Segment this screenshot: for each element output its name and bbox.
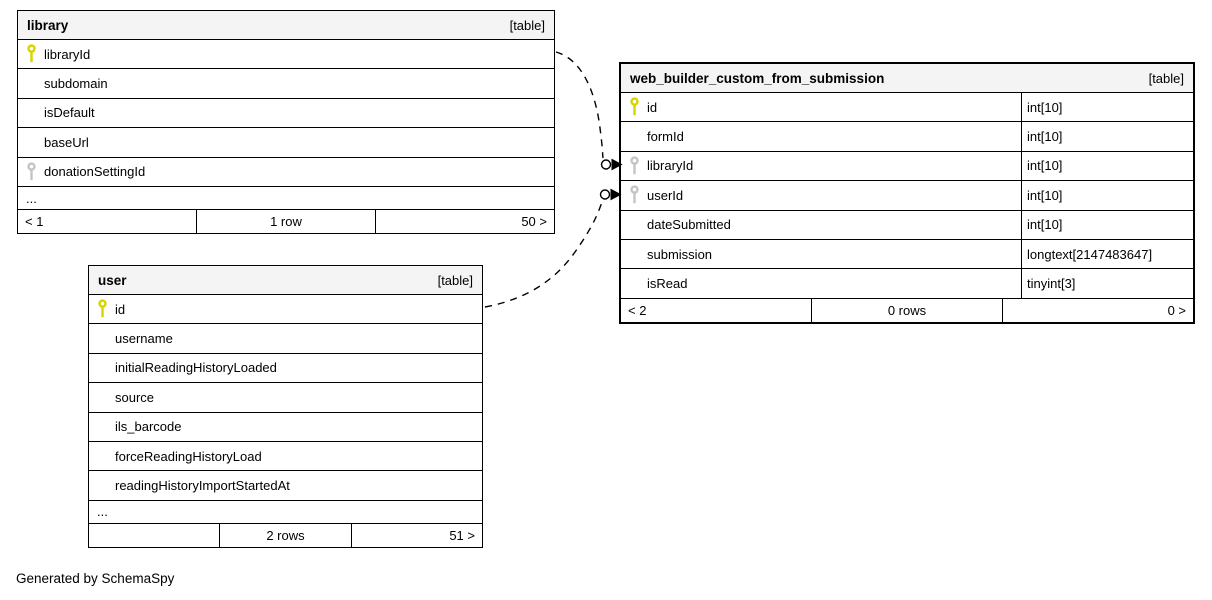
foreign-key-icon xyxy=(621,156,647,176)
column-row: dateSubmitted int[10] xyxy=(621,210,1193,240)
table-node-library[interactable]: library [table] libraryId subdomain isDefaul… xyxy=(17,10,555,235)
related-tables-left: < 2 xyxy=(628,302,647,318)
column-type: tinyint[3] xyxy=(1021,269,1193,298)
column-name: initialReadingHistoryLoaded xyxy=(115,360,277,376)
column-row: donationSettingId xyxy=(18,158,554,187)
row-count: 0 rows xyxy=(811,298,1003,322)
column-name: username xyxy=(115,331,173,347)
column-row: isRead tinyint[3] xyxy=(621,269,1193,299)
related-tables-right: 51 > xyxy=(449,528,475,544)
row-count: 1 row xyxy=(196,210,376,234)
more-columns-ellipsis: ... xyxy=(18,187,554,211)
column-name: libraryId xyxy=(647,158,694,174)
column-type: int[10] xyxy=(1021,151,1193,181)
column-row: libraryId int[10] xyxy=(621,151,1193,182)
zero-or-one-circle xyxy=(600,159,612,170)
column-type: int[10] xyxy=(1021,210,1193,239)
table-title: user xyxy=(98,272,127,288)
table-title: web_builder_custom_from_submission xyxy=(630,70,885,86)
related-tables-right: 0 > xyxy=(1167,302,1186,318)
column-row: formId int[10] xyxy=(621,122,1193,152)
table-title: library xyxy=(27,17,69,33)
column-name: subdomain xyxy=(44,76,108,92)
primary-key-icon xyxy=(89,299,115,319)
column-name: dateSubmitted xyxy=(647,217,731,233)
table-footer: < 1 1 row 50 > xyxy=(18,210,554,234)
column-row: isDefault xyxy=(18,99,554,129)
column-row: username xyxy=(89,324,482,354)
generated-by-note: Generated by SchemaSpy xyxy=(16,571,175,586)
table-node-user[interactable]: user [table] id username initialReadingHisto… xyxy=(88,265,483,549)
column-row: initialReadingHistoryLoaded xyxy=(89,354,482,384)
more-columns-ellipsis: ... xyxy=(89,501,482,525)
table-node-web-builder-custom-from-submission[interactable]: web_builder_custom_from_submission [table… xyxy=(619,62,1195,324)
column-name: source xyxy=(115,389,155,405)
column-row: ils_barcode xyxy=(89,413,482,442)
foreign-key-icon xyxy=(18,162,44,182)
column-name: baseUrl xyxy=(44,134,89,150)
foreign-key-icon xyxy=(621,185,647,205)
table-header[interactable]: user [table] xyxy=(89,266,482,295)
column-row: userId int[10] xyxy=(621,181,1193,211)
column-row: subdomain xyxy=(18,69,554,99)
column-name: forceReadingHistoryLoad xyxy=(115,448,262,464)
column-row: forceReadingHistoryLoad xyxy=(89,442,482,472)
relationship-library-libraryId-to-submission-libraryId xyxy=(555,51,623,171)
primary-key-icon xyxy=(18,44,44,64)
column-name: id xyxy=(647,99,658,115)
relationship-line xyxy=(555,51,604,159)
column-name: submission xyxy=(647,246,713,262)
column-name: formId xyxy=(647,129,684,145)
table-header[interactable]: web_builder_custom_from_submission [table… xyxy=(621,64,1193,93)
related-tables-left xyxy=(89,524,219,547)
column-name: readingHistoryImportStartedAt xyxy=(115,478,290,494)
related-tables-right: 50 > xyxy=(521,214,547,230)
column-type: int[10] xyxy=(1021,181,1193,210)
table-header[interactable]: library [table] xyxy=(18,11,554,40)
column-name: donationSettingId xyxy=(44,164,146,180)
column-name: ils_barcode xyxy=(115,419,182,435)
column-row: id xyxy=(89,295,482,325)
table-type-tag: [table] xyxy=(509,17,545,33)
column-type: int[10] xyxy=(1021,122,1193,151)
column-row: submission longtext[2147483647] xyxy=(621,239,1193,270)
table-type-tag: [table] xyxy=(437,272,473,288)
table-type-tag: [table] xyxy=(1148,70,1184,86)
column-row: source xyxy=(89,383,482,413)
column-name: isDefault xyxy=(44,105,95,121)
primary-key-icon xyxy=(621,97,647,117)
column-row: baseUrl xyxy=(18,128,554,158)
table-footer: 2 rows 51 > xyxy=(89,524,482,548)
table-footer: < 2 0 rows 0 > xyxy=(621,298,1193,322)
column-type: int[10] xyxy=(1021,93,1193,122)
column-row: id int[10] xyxy=(621,93,1193,123)
related-tables-left: < 1 xyxy=(25,214,44,230)
column-type: longtext[2147483647] xyxy=(1021,239,1193,269)
column-name: id xyxy=(115,301,126,317)
column-name: libraryId xyxy=(44,46,91,62)
column-row: libraryId xyxy=(18,40,554,70)
row-count: 2 rows xyxy=(219,524,352,548)
column-row: readingHistoryImportStartedAt xyxy=(89,471,482,501)
zero-or-one-circle xyxy=(599,189,611,200)
column-name: userId xyxy=(647,187,684,203)
column-name: isRead xyxy=(647,276,688,292)
